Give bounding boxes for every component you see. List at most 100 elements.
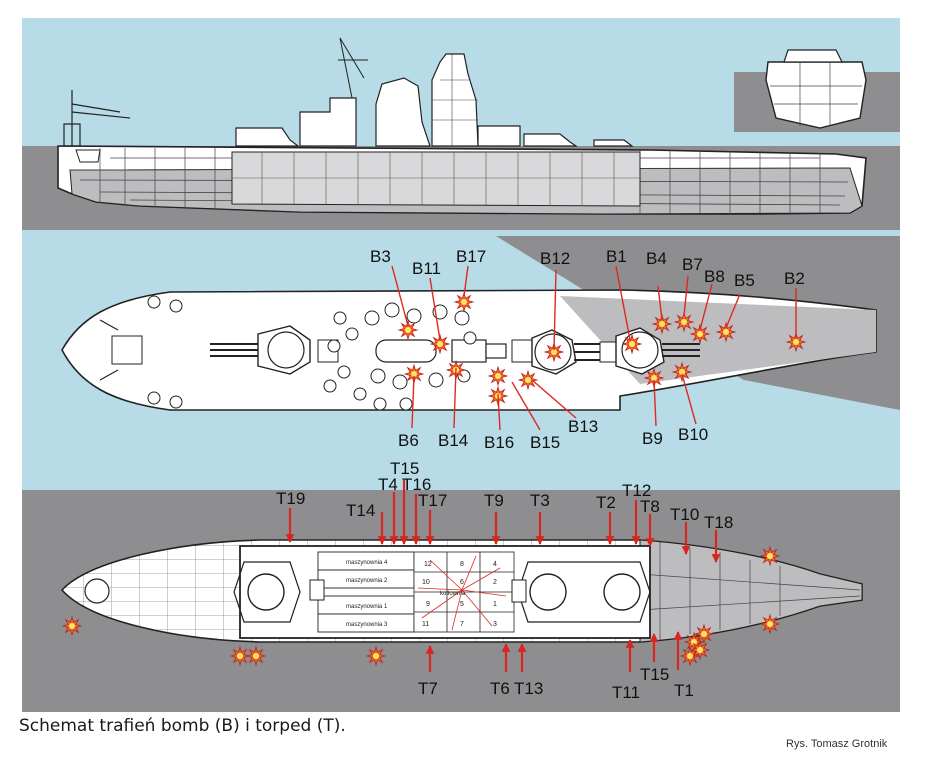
torpedo-label-t13: T13 — [514, 679, 543, 698]
boiler-9: 9 — [426, 601, 430, 608]
bomb-hit-core-6 — [659, 321, 665, 327]
bomb-hit-core-8 — [697, 331, 703, 337]
bomb-hit-core-17 — [679, 369, 685, 375]
boiler-room-label: kotłownia — [440, 591, 466, 597]
torpedo-label-t1: T1 — [674, 681, 694, 700]
central-superstructure — [375, 339, 507, 363]
bomb-label-b1: B1 — [606, 247, 627, 266]
engine-room-3-label: maszynownia 3 — [346, 622, 388, 628]
bomb-label-b6: B6 — [398, 431, 419, 450]
torpedo-label-t9: T9 — [484, 491, 504, 510]
torpedo-hit-core-10 — [697, 647, 703, 653]
bomb-hit-core-1 — [405, 327, 411, 333]
bomb-label-b9: B9 — [642, 429, 663, 448]
citadel-belt — [231, 151, 641, 207]
torpedo-label-t19: T19 — [276, 489, 305, 508]
fitting-aft-1 — [309, 579, 325, 601]
bomb-labels: B3 B11 B17 B12 B1 B4 B7 B8 B5 B2 B6 B14 … — [370, 247, 805, 452]
stern-crane — [63, 90, 131, 147]
torpedo-hit-core-1 — [69, 623, 75, 629]
bomb-hit-core-16 — [651, 375, 657, 381]
torpedo-hit-core-9 — [687, 653, 693, 659]
torpedo-label-t11: T11 — [612, 683, 640, 702]
torpedo-hit-core-8 — [701, 631, 707, 637]
boiler-12: 12 — [424, 561, 432, 568]
torpedo-label-t15-top: T15 — [390, 459, 419, 478]
bomb-leader-lines — [391, 265, 797, 431]
bomb-hit-core-9 — [723, 329, 729, 335]
torpedo-label-t18: T18 — [704, 513, 733, 532]
boiler-11: 11 — [422, 621, 429, 628]
waterline-plan-panel: maszynownia 4 maszynownia 2 maszynownia … — [22, 459, 900, 712]
bomb-label-b11: B11 — [412, 259, 441, 278]
boiler-room-burst — [417, 555, 507, 631]
torpedo-label-t17: T17 — [418, 491, 447, 510]
bomb-hit-core-11 — [411, 371, 417, 377]
torpedo-label-t7: T7 — [418, 679, 438, 698]
boiler-2: 2 — [493, 579, 497, 586]
torpedo-label-t15-bottom: T15 — [640, 665, 669, 684]
boiler-8: 8 — [460, 561, 464, 568]
torpedo-hit-markers — [61, 545, 781, 667]
boiler-6: 6 — [460, 579, 464, 586]
torpedo-label-t12: T12 — [622, 481, 651, 500]
bomb-label-b15: B15 — [530, 433, 560, 452]
torpedo-arrows — [285, 480, 721, 672]
engine-room-1-label: maszynownia 1 — [346, 604, 388, 610]
side-profile-panel — [22, 18, 900, 230]
bomb-label-b13: B13 — [568, 417, 598, 436]
barbette-aft — [247, 573, 285, 611]
pagoda-tower-lines — [432, 54, 478, 146]
torpedo-label-t3: T3 — [530, 491, 550, 510]
torpedo-labels: T19 T14 T4 T15 T16 T17 T9 T3 T2 T12 T8 T… — [276, 459, 733, 702]
bomb-label-b8: B8 — [704, 267, 725, 286]
bomb-label-b16: B16 — [484, 433, 514, 452]
end-view-hull — [765, 61, 867, 129]
torpedo-hit-core-3 — [253, 653, 259, 659]
barbette-fwd-2 — [529, 573, 567, 611]
boiler-7: 7 — [460, 621, 464, 628]
bomb-label-b7: B7 — [682, 255, 703, 274]
bomb-hit-core-10 — [793, 339, 799, 345]
torpedo-hit-core-6 — [767, 621, 773, 627]
bomb-hit-core-3 — [437, 341, 443, 347]
bomb-label-b12: B12 — [540, 249, 570, 268]
torpedo-hit-core-2 — [237, 653, 243, 659]
funnel — [375, 77, 431, 147]
bomb-label-b3: B3 — [370, 247, 391, 266]
figure-credit: Rys. Tomasz Grotnik — [786, 738, 888, 750]
boiler-5: 5 — [460, 601, 464, 608]
figure-caption: Schemat trafień bomb (B) i torped (T). — [19, 716, 346, 736]
torpedo-label-t10: T10 — [670, 505, 699, 524]
bomb-label-b17: B17 — [456, 247, 486, 266]
bomb-hit-core-15 — [525, 377, 531, 383]
bomb-hit-core-7 — [681, 319, 687, 325]
torpedo-hit-core-5 — [767, 553, 773, 559]
torpedo-label-t2: T2 — [596, 493, 616, 512]
torpedo-label-t6: T6 — [490, 679, 510, 698]
torpedo-label-t16: T16 — [402, 475, 431, 494]
bomb-hit-core-13 — [495, 373, 501, 379]
deck-plan-panel: B3 B11 B17 B12 B1 B4 B7 B8 B5 B2 B6 B14 … — [22, 230, 900, 470]
torpedo-hit-core-4 — [373, 653, 379, 659]
bomb-label-b14: B14 — [438, 431, 468, 450]
fwd-superstructure — [477, 125, 521, 147]
stern-shaft-circle — [84, 578, 110, 604]
engine-room-4-label: maszynownia 4 — [346, 560, 388, 566]
aft-superstructure — [299, 97, 357, 147]
boiler-1: 1 — [493, 601, 497, 608]
end-view-compartments — [770, 62, 862, 126]
bomb-hit-markers — [397, 291, 807, 407]
boiler-10: 10 — [422, 579, 430, 586]
stern-boat — [75, 149, 101, 163]
barbette-fwd-1 — [603, 573, 641, 611]
engine-room-2-label: maszynownia 2 — [346, 578, 388, 584]
bomb-label-b5: B5 — [734, 271, 755, 290]
stern-fitting — [99, 319, 119, 381]
boiler-3: 3 — [493, 621, 497, 628]
citadel-frames — [232, 152, 640, 206]
bomb-label-b10: B10 — [678, 425, 708, 444]
aft-mast — [338, 37, 368, 99]
fitting-fwd-1 — [511, 579, 527, 603]
